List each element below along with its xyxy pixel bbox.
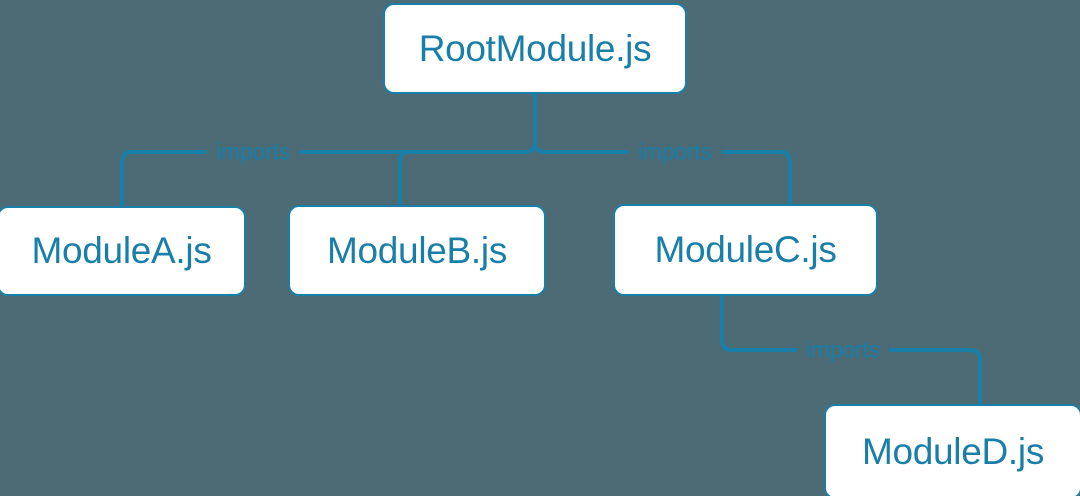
edge-root-to-moduleb bbox=[398, 150, 527, 207]
node-module-d[interactable]: ModuleD.js bbox=[824, 404, 1080, 496]
edge-root-to-modulea bbox=[120, 92, 537, 208]
edge-label-root-modulea: imports bbox=[206, 138, 300, 166]
node-label-root-module: RootModule.js bbox=[418, 27, 652, 69]
node-label-module-d: ModuleD.js bbox=[861, 430, 1045, 472]
node-root-module[interactable]: RootModule.js bbox=[383, 3, 687, 94]
edge-label-root-modulec: imports bbox=[628, 138, 722, 166]
node-module-b[interactable]: ModuleB.js bbox=[288, 205, 546, 296]
node-module-a[interactable]: ModuleA.js bbox=[0, 206, 246, 296]
node-label-module-b: ModuleB.js bbox=[326, 229, 508, 271]
edge-label-modulec-moduled: imports bbox=[796, 336, 890, 364]
node-module-c[interactable]: ModuleC.js bbox=[613, 204, 878, 296]
node-label-module-c: ModuleC.js bbox=[654, 229, 837, 270]
node-label-module-a: ModuleA.js bbox=[31, 230, 212, 271]
